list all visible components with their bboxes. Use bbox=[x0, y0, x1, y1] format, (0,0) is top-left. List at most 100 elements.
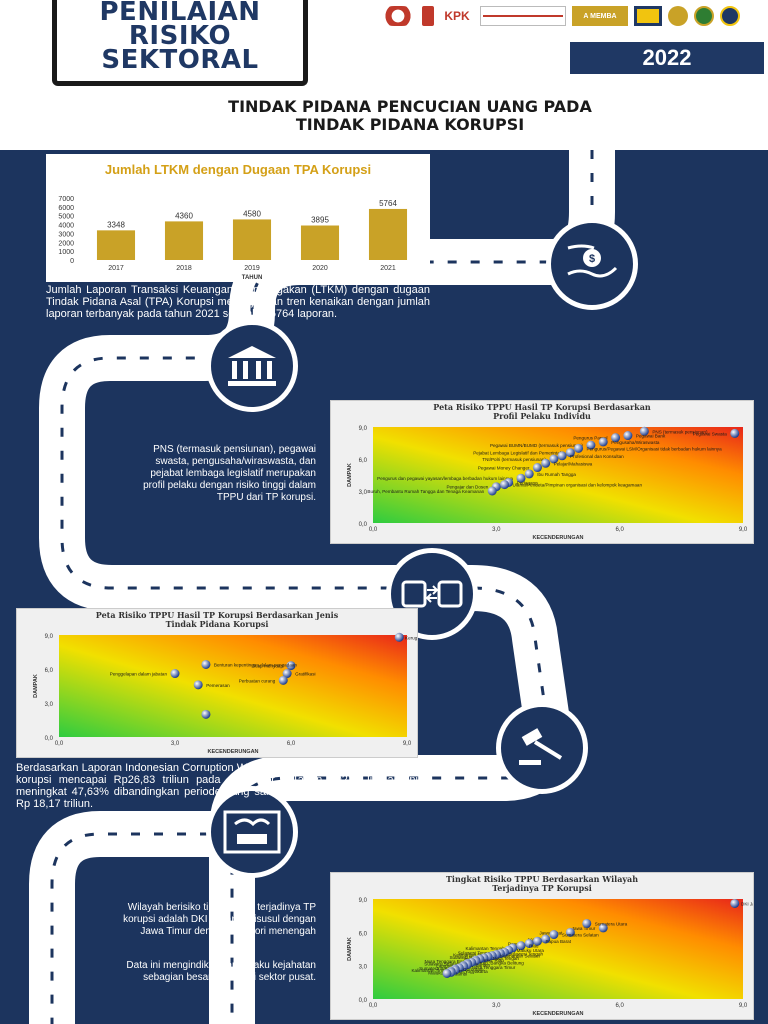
risk-map-plot-area bbox=[373, 427, 743, 523]
risk-map-point bbox=[549, 454, 559, 464]
risk-map-point-label: Pedagang bbox=[517, 480, 538, 485]
risk-map-point-label: DKI Jakarta bbox=[741, 901, 753, 906]
logo-icon-3 bbox=[480, 6, 566, 26]
wilayah-description-1: Wilayah berisiko tinggi untuk terjadinya… bbox=[123, 902, 316, 937]
risk-map-point bbox=[286, 661, 296, 671]
risk-map-point-label: Jambi bbox=[455, 971, 467, 976]
risk-map-ylabel: DAMPAK bbox=[347, 937, 353, 961]
risk-map-xtick: 9,0 bbox=[403, 741, 412, 747]
risk-map-point bbox=[516, 941, 526, 951]
risk-map-point-label: Jawa Tengah bbox=[492, 956, 519, 961]
risk-map-point-label: Penggelapan dalam jabatan bbox=[110, 672, 168, 677]
bar-value-label: 4580 bbox=[243, 209, 261, 218]
risk-map-point-label: Pengurus dan pegawai yayasan/lembaga ber… bbox=[377, 476, 513, 481]
risk-map-point-label: PNS (termasuk pensiunan) bbox=[652, 429, 708, 434]
risk-map-ytick: 9,0 bbox=[45, 634, 54, 640]
risk-map-point-label: Sumatera Utara bbox=[595, 921, 628, 926]
risk-map-point bbox=[574, 443, 584, 453]
risk-map-plot-area bbox=[373, 899, 743, 999]
risk-map-point-label: DI Yogyakarta bbox=[459, 969, 488, 974]
risk-map-plot-area bbox=[59, 635, 407, 737]
risk-map-xtick: 0,0 bbox=[55, 741, 64, 747]
risk-map-point bbox=[541, 458, 551, 468]
risk-map-point bbox=[532, 936, 542, 946]
logo-icon-1 bbox=[380, 6, 416, 26]
risk-map-xlabel: KECENDERUNGAN bbox=[532, 535, 583, 541]
risk-map-point-label: Sumatera Selatan bbox=[562, 933, 599, 938]
risk-map-point bbox=[442, 968, 452, 978]
risk-map-point bbox=[730, 898, 740, 908]
risk-map-point-label: Kep. Riau bbox=[484, 958, 505, 963]
risk-map-point bbox=[582, 918, 592, 928]
svg-text:$: $ bbox=[589, 253, 595, 265]
risk-map-xtick: 9,0 bbox=[739, 1003, 748, 1009]
risk-map-point-label: Kerugian keuangan negara bbox=[405, 635, 417, 640]
risk-map-point-label: Sulawesi Selatan bbox=[424, 961, 460, 966]
risk-map-point-label: Nusa Tenggara Timur bbox=[471, 965, 515, 970]
risk-map-point bbox=[487, 486, 497, 496]
risk-map-point-label: Pegawai Swasta bbox=[693, 431, 727, 436]
risk-map-point-label: Banten bbox=[476, 963, 491, 968]
risk-map-point-label: Ulama/Pendeta/Pimpinan organisasi dan ke… bbox=[513, 483, 643, 488]
risk-map-point bbox=[201, 709, 211, 719]
risk-map-point-label: Benturan kepentingan dalam pengadaan bbox=[214, 662, 297, 667]
risk-map-point bbox=[611, 433, 621, 443]
risk-map-point bbox=[549, 930, 559, 940]
risk-map-point bbox=[278, 675, 288, 685]
risk-map-point bbox=[524, 469, 534, 479]
risk-map-point-label: Pegawai BUMN/BUMD (termasuk pensiunan) bbox=[490, 443, 583, 448]
gavel-circle bbox=[496, 702, 588, 794]
wilayah-risk-map: Tingkat Risiko TPPU Berdasarkan Wilayah … bbox=[330, 872, 765, 1020]
risk-map-point-label: Pengusaha/Wiraswasta bbox=[611, 440, 660, 445]
risk-map-point bbox=[565, 927, 575, 937]
bar-chart-xlabel: TAHUN bbox=[242, 275, 263, 281]
risk-map-point-label: Riau bbox=[529, 944, 539, 949]
risk-map-point-label: Kep. Bangka Belitung bbox=[480, 960, 525, 965]
profil-chart-title: Peta Risiko TPPU Hasil TP Korupsi Berdas… bbox=[333, 403, 751, 421]
bar-chart-ytick: 1000 bbox=[58, 249, 74, 256]
risk-map-point-label: Sulawesi Tenggara bbox=[458, 950, 497, 955]
risk-map-ylabel: DAMPAK bbox=[347, 463, 353, 487]
bar-chart-title: Jumlah LTKM dengan Dugaan TPA Korupsi bbox=[105, 162, 371, 177]
bribe-circle bbox=[206, 786, 298, 878]
bar-value-label: 3348 bbox=[107, 220, 125, 229]
risk-map-point-label: Suap menyuap bbox=[252, 664, 283, 669]
kpk-logo: KPK bbox=[440, 6, 474, 26]
risk-map-point-label: Gorontalo bbox=[463, 967, 484, 972]
logo-icon-6 bbox=[668, 6, 688, 26]
wilayah-chart-title-2: Terjadinya TP Korupsi bbox=[492, 883, 592, 893]
bar-chart-xtick: 2019 bbox=[244, 265, 260, 272]
risk-map-point-label: Jawa Timur bbox=[572, 926, 596, 931]
bar-value-label: 5764 bbox=[379, 199, 397, 208]
risk-map-point-label: Sulawesi Tengah bbox=[508, 951, 543, 956]
wilayah-description-2: Data ini mengindikasikan pelaku kejahata… bbox=[126, 960, 316, 983]
risk-map-xlabel: KECENDERUNGAN bbox=[532, 1011, 583, 1017]
logo-icon-4: A MEMBA bbox=[572, 6, 628, 26]
bar-chart-ytick: 6000 bbox=[58, 205, 74, 212]
risk-map-point bbox=[730, 428, 740, 438]
profil-description: PNS (termasuk pensiunan), pegawai swasta… bbox=[143, 444, 316, 503]
risk-map-point bbox=[516, 473, 526, 483]
bar-chart-ytick: 4000 bbox=[58, 223, 74, 230]
bar-2021 bbox=[368, 208, 408, 260]
risk-map-point bbox=[201, 659, 211, 669]
handshake-bribe-icon bbox=[223, 810, 281, 854]
logo-icon-2 bbox=[422, 6, 434, 26]
risk-map-point-label: Sulawesi Barat bbox=[449, 955, 480, 960]
bar-chart-ytick: 0 bbox=[70, 258, 74, 265]
kpk-logo-text: KPK bbox=[444, 9, 470, 23]
bar-chart-xtick: 2021 bbox=[380, 265, 396, 272]
risk-map-point-label: Kalimantan Tengah bbox=[466, 946, 506, 951]
risk-map-point-label: Sumatera Barat bbox=[419, 966, 452, 971]
year-badge: 2022 bbox=[570, 42, 764, 74]
risk-map-point bbox=[541, 934, 551, 944]
icw-description: Berdasarkan Laporan Indonesian Corruptio… bbox=[16, 762, 418, 810]
subtitle-line-1: TINDAK PIDANA PENCUCIAN UANG PADA bbox=[228, 97, 592, 116]
risk-map-point bbox=[557, 451, 567, 461]
bar-2017 bbox=[96, 230, 136, 260]
risk-map-point-label: Kalimantan Timur bbox=[411, 968, 447, 973]
